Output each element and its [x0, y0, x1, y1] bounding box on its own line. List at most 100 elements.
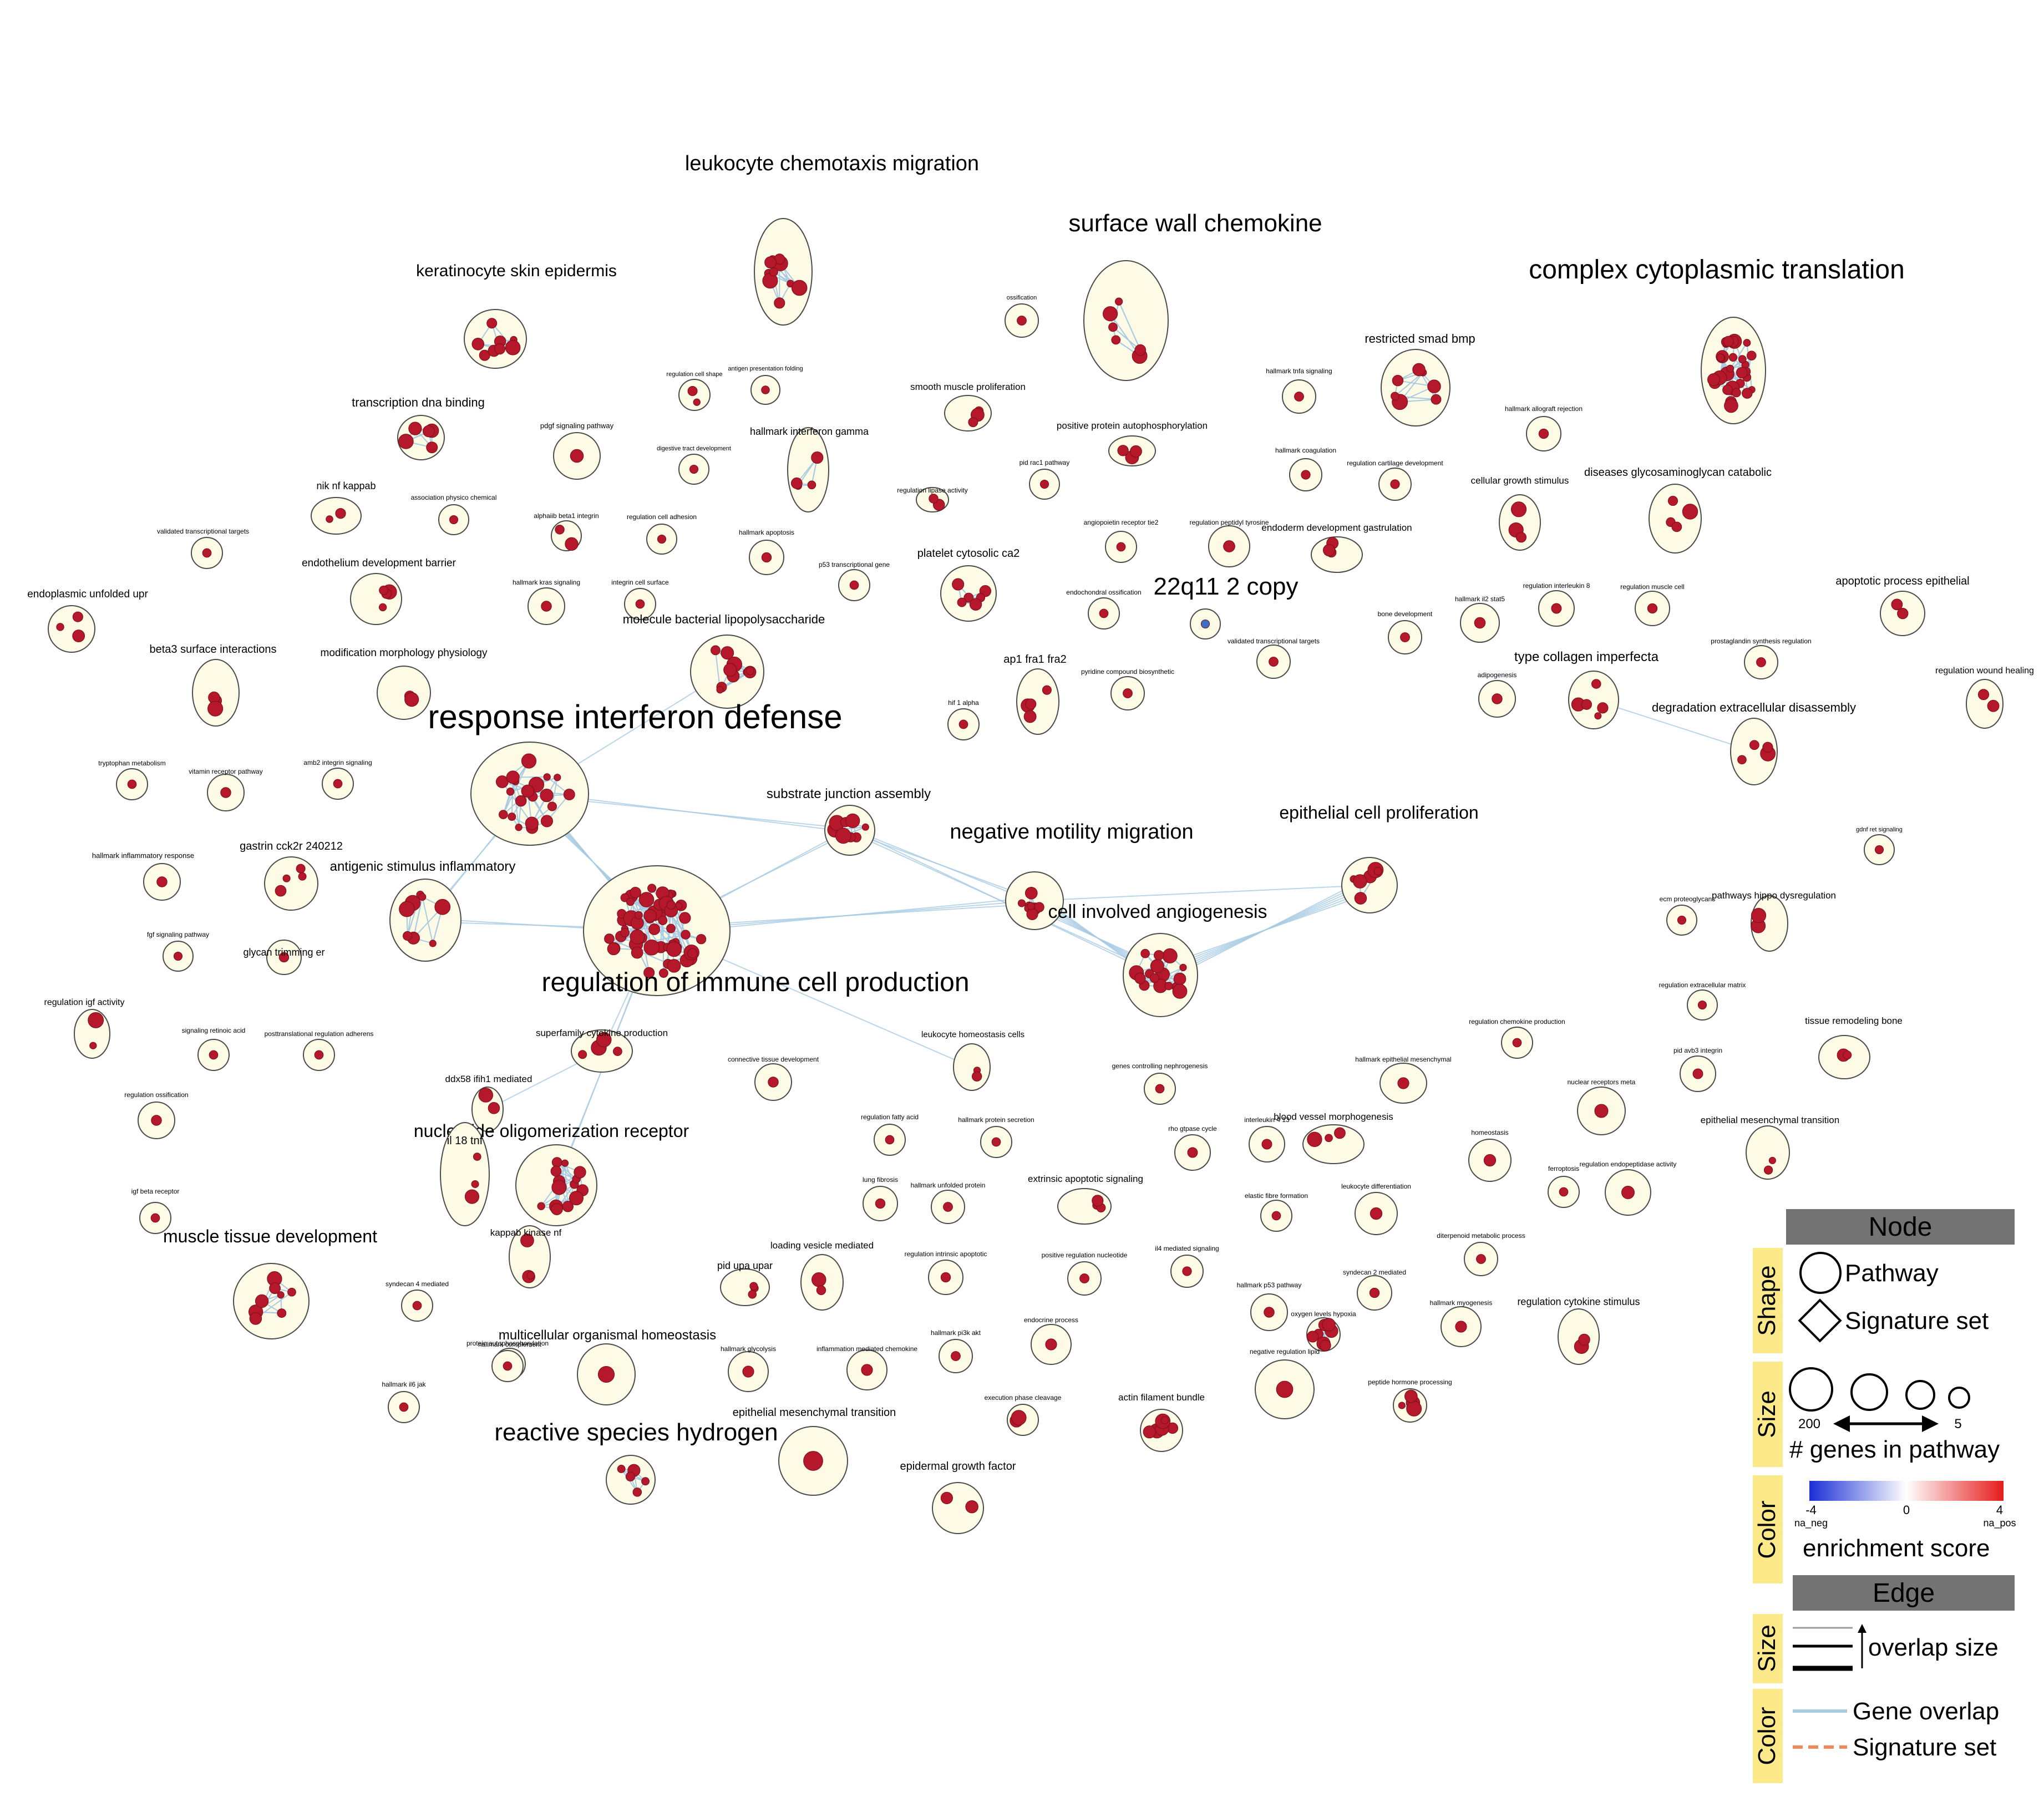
pathway-node[interactable] [965, 1500, 978, 1514]
pathway-node[interactable] [72, 611, 83, 622]
pathway-node[interactable] [1153, 950, 1164, 961]
pathway-node[interactable] [1301, 470, 1311, 480]
pathway-node[interactable] [1762, 742, 1773, 753]
pathway-node[interactable] [550, 1165, 562, 1177]
cluster[interactable]: pyridine compound biosynthetic [1081, 668, 1174, 710]
pathway-node[interactable] [711, 645, 721, 656]
pathway-node[interactable] [515, 795, 527, 807]
pathway-node[interactable] [1400, 632, 1410, 642]
cluster[interactable]: association physico chemical [411, 494, 497, 535]
cluster[interactable]: ap1 fra1 fra2 [1003, 653, 1067, 735]
pathway-node[interactable] [1594, 712, 1602, 720]
pathway-node[interactable] [1538, 428, 1549, 439]
cluster[interactable]: reactive species hydrogen [494, 1419, 778, 1505]
cluster[interactable]: syndecan 2 mediated [1343, 1268, 1406, 1311]
pathway-node[interactable] [1369, 1287, 1380, 1298]
cluster[interactable]: pathways hippo dysregulation [1712, 890, 1836, 952]
pathway-node[interactable] [1155, 1084, 1165, 1094]
cluster[interactable]: inflammation mediated chemokine [816, 1345, 917, 1390]
pathway-node[interactable] [1391, 392, 1399, 400]
pathway-node[interactable] [861, 1364, 873, 1376]
pathway-node[interactable] [505, 340, 521, 356]
cluster[interactable]: epidermal growth factor [900, 1460, 1016, 1534]
pathway-node[interactable] [957, 597, 967, 607]
pathway-node[interactable] [1581, 699, 1592, 710]
pathway-node[interactable] [1738, 355, 1747, 364]
cluster[interactable]: il4 mediated signaling [1155, 1245, 1219, 1288]
pathway-node[interactable] [1134, 972, 1146, 984]
pathway-node[interactable] [885, 1135, 895, 1145]
pathway-node[interactable] [207, 700, 224, 717]
cluster[interactable]: oxygen levels hypoxia [1291, 1310, 1356, 1352]
pathway-node[interactable] [1427, 379, 1441, 393]
pathway-node[interactable] [1747, 351, 1757, 361]
pathway-node[interactable] [574, 1166, 586, 1179]
cluster[interactable]: validated transcriptional targets [157, 527, 249, 569]
pathway-node[interactable] [486, 318, 498, 329]
cluster[interactable]: endothelium development barrier [302, 557, 457, 625]
pathway-node[interactable] [791, 280, 808, 296]
pathway-node[interactable] [816, 1285, 826, 1296]
pathway-node[interactable] [1039, 479, 1049, 489]
pathway-node[interactable] [1160, 1416, 1169, 1424]
pathway-node[interactable] [811, 1272, 826, 1287]
pathway-node[interactable] [335, 508, 346, 519]
cluster[interactable]: substrate junction assembly [767, 786, 931, 856]
cluster[interactable]: regulation peptidyl tyrosine [1190, 519, 1269, 567]
cluster[interactable]: angiopoietin receptor tie2 [1084, 519, 1159, 563]
cluster[interactable]: regulation ossification [124, 1091, 189, 1139]
pathway-node[interactable] [1551, 603, 1562, 614]
cluster[interactable]: leukocyte differentiation [1341, 1182, 1411, 1235]
pathway-node[interactable] [296, 864, 306, 874]
pathway-node[interactable] [951, 1351, 961, 1361]
pathway-node[interactable] [1354, 892, 1367, 905]
pathway-node[interactable] [521, 784, 535, 798]
pathway-node[interactable] [635, 599, 645, 609]
pathway-node[interactable] [666, 941, 682, 957]
pathway-node[interactable] [378, 603, 387, 612]
cluster[interactable]: ecm proteoglycans [1660, 895, 1716, 936]
cluster[interactable]: tryptophan metabolism [98, 759, 166, 800]
cluster[interactable]: il 18 tnf [440, 1122, 490, 1226]
pathway-node[interactable] [630, 929, 645, 945]
pathway-node[interactable] [499, 810, 508, 819]
cluster[interactable]: endocrine process [1024, 1316, 1078, 1365]
pathway-node[interactable] [1223, 540, 1235, 552]
pathway-node[interactable] [631, 946, 643, 959]
pathway-node[interactable] [1692, 1068, 1703, 1079]
cluster[interactable]: transcription dna binding [352, 395, 485, 460]
pathway-node[interactable] [275, 885, 287, 897]
cluster[interactable]: complex cytoplasmic translation [1529, 255, 1905, 424]
cluster[interactable]: elastic fibre formation [1245, 1192, 1308, 1232]
pathway-node[interactable] [768, 1077, 779, 1088]
pathway-node[interactable] [89, 1042, 97, 1049]
pathway-node[interactable] [696, 934, 707, 945]
pathway-node[interactable] [643, 967, 655, 978]
pathway-node[interactable] [1897, 608, 1909, 620]
cluster[interactable]: kappab kinase nf [490, 1225, 562, 1288]
cluster[interactable]: ferroptosis [1548, 1165, 1580, 1208]
pathway-node[interactable] [287, 1287, 296, 1297]
pathway-node[interactable] [1149, 973, 1159, 983]
pathway-node[interactable] [408, 422, 422, 435]
cluster[interactable]: muscle tissue development [163, 1226, 377, 1339]
cluster[interactable]: tissue remodeling bone [1805, 1016, 1903, 1079]
pathway-node[interactable] [1373, 867, 1382, 876]
pathway-node[interactable] [429, 940, 437, 947]
pathway-node[interactable] [1134, 344, 1147, 356]
cluster[interactable]: cell involved angiogenesis [1048, 901, 1267, 1017]
pathway-node[interactable] [127, 779, 137, 789]
cluster[interactable]: amb2 integrin signaling [303, 759, 372, 800]
pathway-node[interactable] [209, 1050, 219, 1060]
pathway-node[interactable] [1129, 445, 1142, 458]
pathway-node[interactable] [929, 494, 939, 504]
pathway-node[interactable] [666, 923, 676, 933]
pathway-node[interactable] [1322, 1318, 1336, 1332]
pathway-node[interactable] [1510, 501, 1527, 517]
cluster[interactable]: ddx58 ifih1 mediated [445, 1074, 532, 1132]
cluster[interactable]: hallmark tnfa signaling [1266, 367, 1332, 414]
pathway-node[interactable] [398, 434, 414, 449]
pathway-node[interactable] [570, 449, 584, 463]
pathway-node[interactable] [811, 451, 824, 464]
pathway-node[interactable] [540, 815, 553, 828]
